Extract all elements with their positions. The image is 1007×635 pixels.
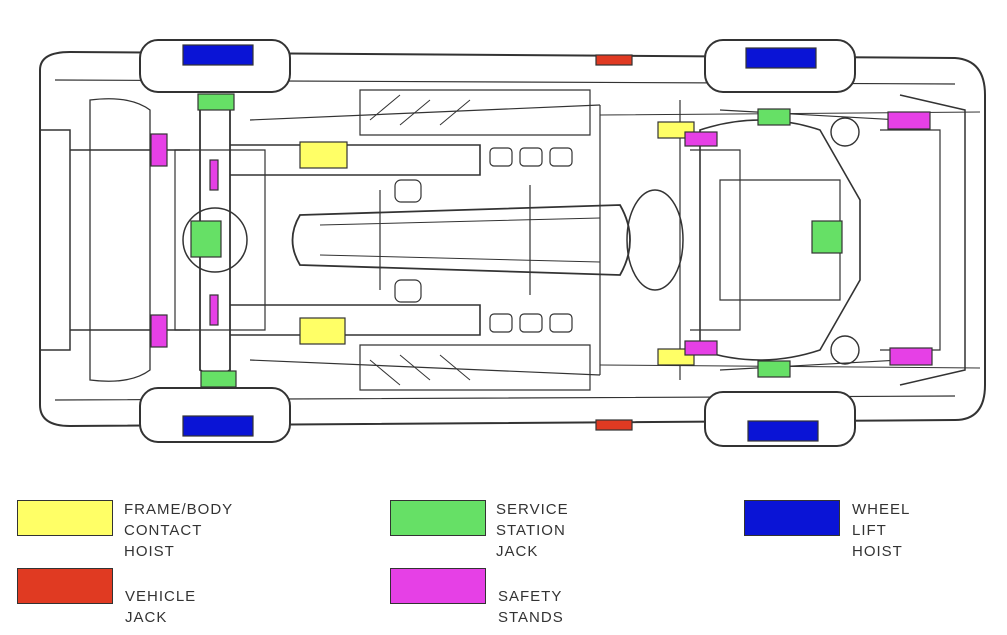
wheel-lift-hoist-points <box>182 44 819 442</box>
wheel-lift-point <box>182 44 254 66</box>
service-station-jack-point <box>197 93 235 111</box>
legend-label-frame-body-contact-hoist: FRAME/BODY CONTACT HOIST <box>124 501 234 560</box>
vehicle-jack-point <box>595 419 633 431</box>
safety-stand-point <box>209 294 219 326</box>
vehicle-jack-point <box>595 54 633 66</box>
legend-label-safety-stands: SAFETY STANDS <box>498 588 564 626</box>
frame-body-contact-hoist-points <box>299 121 695 366</box>
wheel-lift-point <box>182 415 254 437</box>
safety-stand-point <box>684 131 718 147</box>
safety-stand-point <box>684 340 718 356</box>
safety-stands-points <box>150 111 933 366</box>
service-station-jack-points <box>190 93 843 388</box>
safety-stand-point <box>209 159 219 191</box>
legend-swatch-magenta <box>390 568 486 604</box>
service-station-jack-point <box>811 220 843 254</box>
vehicle-outline <box>39 50 986 428</box>
vehicle-jack-points <box>595 54 633 431</box>
legend-swatch-yellow <box>17 500 113 536</box>
frame-body-contact-point <box>299 141 348 169</box>
safety-stand-point <box>887 111 931 130</box>
legend-swatch-green <box>390 500 486 536</box>
legend-label-wheel-lift-hoist: WHEEL LIFT HOIST <box>852 501 910 560</box>
service-station-jack-point <box>190 220 222 258</box>
service-station-jack-point <box>757 360 791 378</box>
safety-stand-point <box>889 347 933 366</box>
frame-body-contact-point <box>299 317 346 345</box>
legend-swatch-blue <box>744 500 840 536</box>
safety-stand-point <box>150 133 168 167</box>
wheel-lift-point <box>745 47 817 69</box>
legend-label-vehicle-jack: VEHICLE JACK <box>125 588 197 626</box>
service-station-jack-point <box>200 370 237 388</box>
legend-swatch-red <box>17 568 113 604</box>
service-station-jack-point <box>757 108 791 126</box>
wheel-lift-point <box>747 420 819 442</box>
legend-label-service-station-jack: SERVICE STATION JACK <box>496 501 569 560</box>
safety-stand-point <box>150 314 168 348</box>
